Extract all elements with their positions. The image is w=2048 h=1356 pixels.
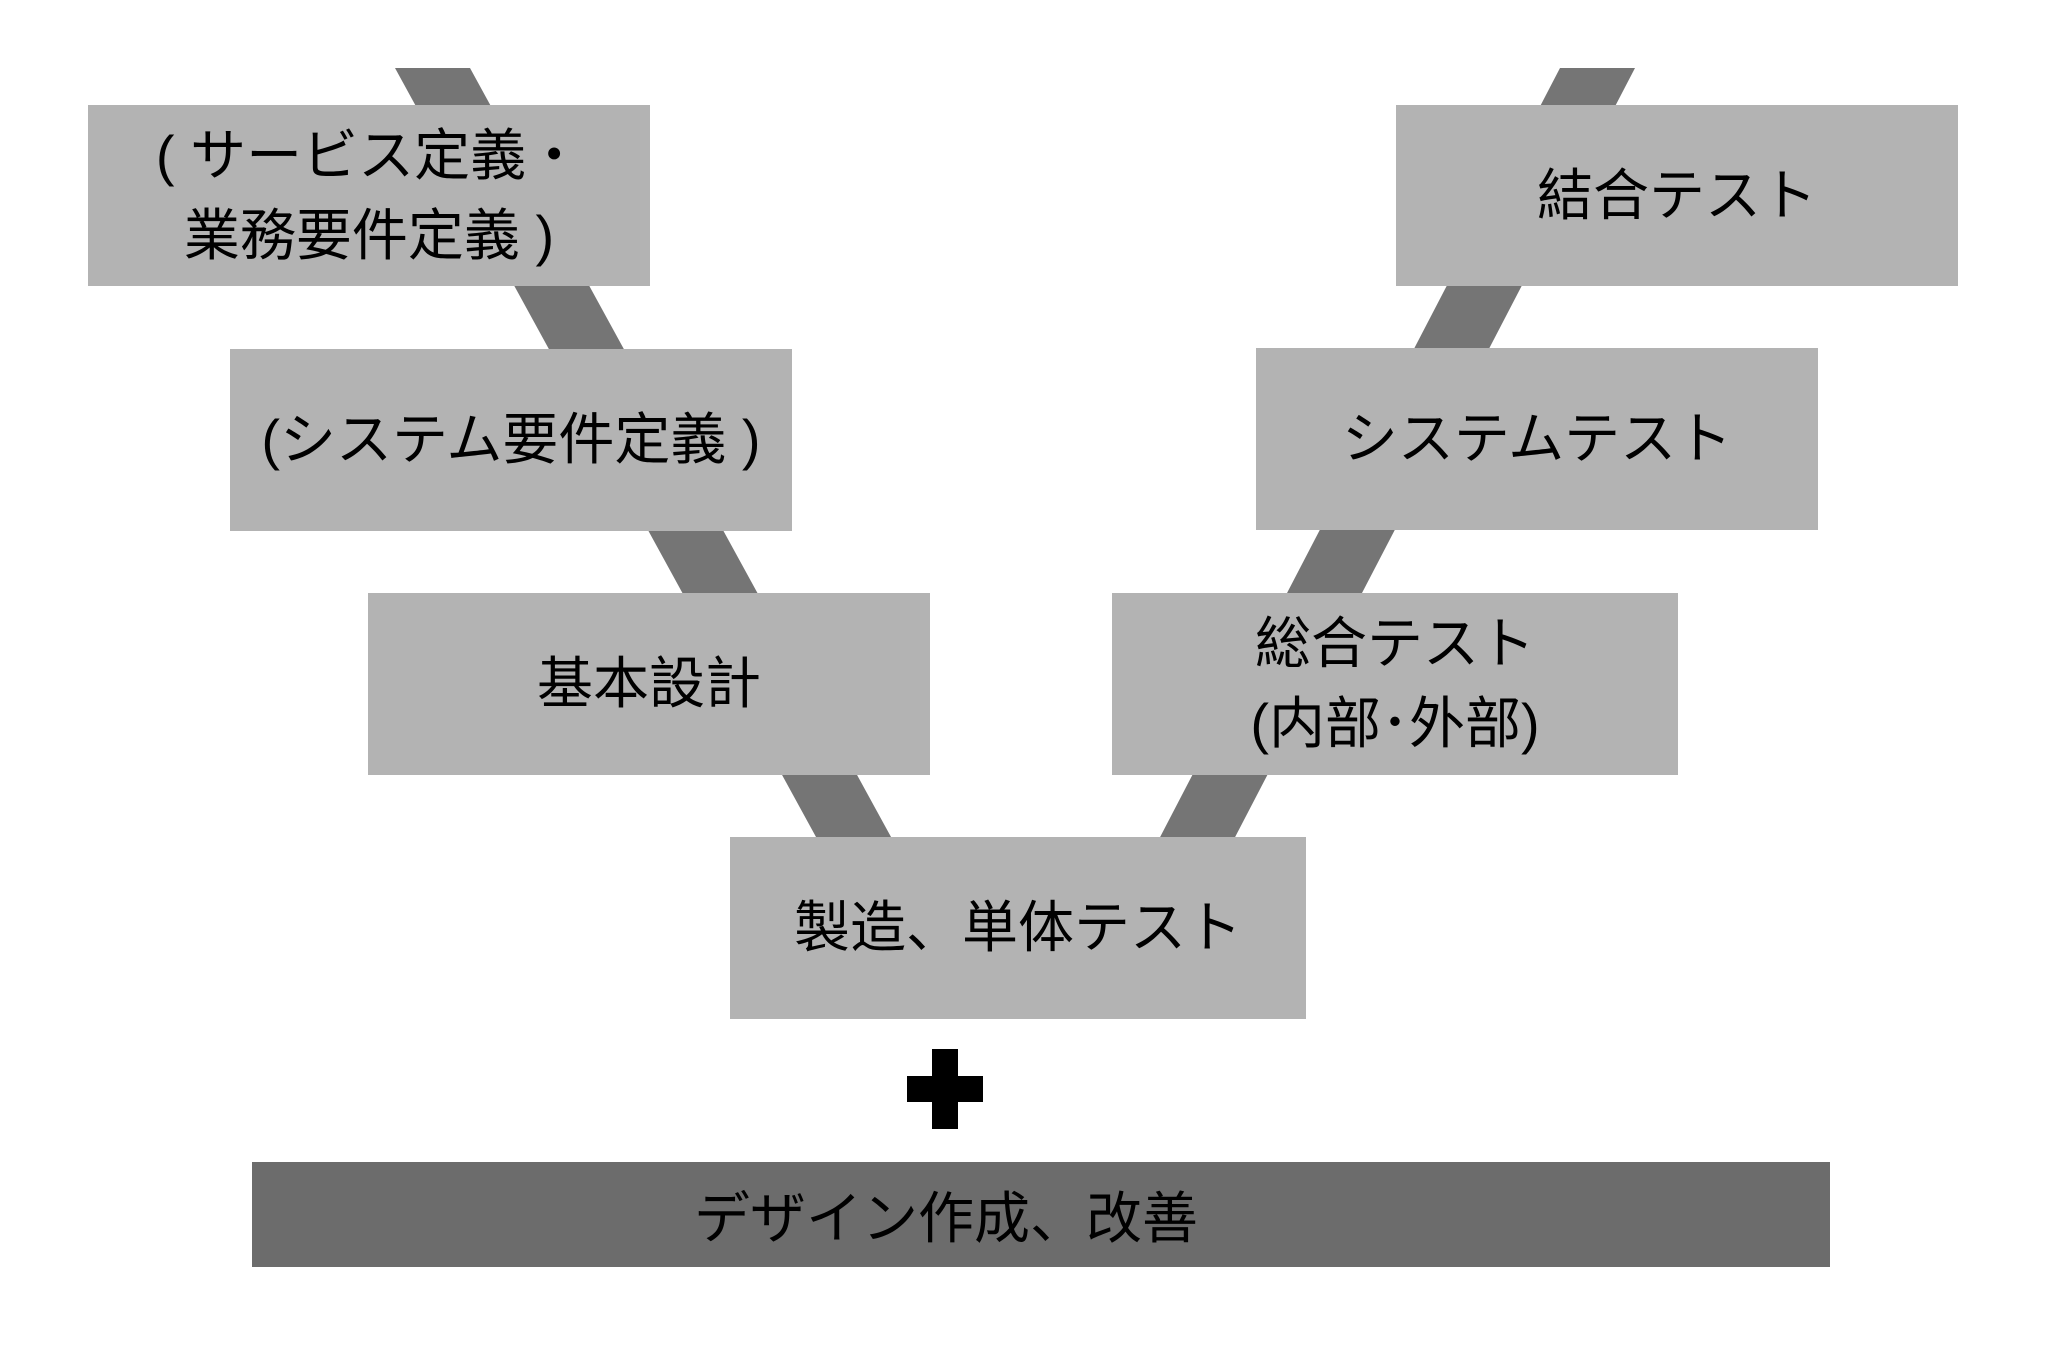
box-integration-test: 結合テスト: [1396, 105, 1958, 286]
box-system-test: システムテスト: [1256, 348, 1818, 530]
box-label-line: ( サービス定義・: [155, 123, 583, 187]
box-build-unit-test: 製造、単体テスト: [730, 837, 1306, 1019]
design-improvement-bar: デザイン作成、改善: [252, 1162, 1830, 1267]
box-label-line: 総合テスト: [1254, 612, 1535, 675]
plus-icon: +: [907, 1049, 983, 1129]
box-label-line: 製造、単体テスト: [794, 896, 1242, 959]
box-label: 結合テスト: [1537, 156, 1817, 236]
box-label-line: システムテスト: [1341, 407, 1733, 470]
box-service-definition: ( サービス定義・ 業務要件定義 ): [88, 105, 650, 286]
plus-horizontal-bar: [907, 1076, 983, 1102]
design-bar-label: デザイン作成、改善: [694, 1187, 1198, 1250]
box-label: 製造、単体テスト: [794, 888, 1242, 968]
box-label-line: 結合テスト: [1537, 163, 1817, 227]
box-label: (システム要件定義 ): [261, 400, 760, 480]
box-basic-design: 基本設計: [368, 593, 930, 775]
box-label-line: (内部･外部): [1250, 692, 1540, 755]
box-integrated-test: 総合テスト (内部･外部): [1112, 593, 1678, 775]
box-label-line: (システム要件定義 ): [261, 408, 761, 471]
box-label: 総合テスト (内部･外部): [1250, 604, 1539, 764]
box-label: 基本設計: [537, 644, 761, 724]
box-label-line: 基本設計: [537, 652, 761, 715]
box-label-line: 業務要件定義 ): [183, 203, 555, 267]
box-system-requirements: (システム要件定義 ): [230, 349, 792, 531]
box-label: システムテスト: [1342, 399, 1732, 479]
box-label: ( サービス定義・ 業務要件定義 ): [156, 116, 582, 276]
